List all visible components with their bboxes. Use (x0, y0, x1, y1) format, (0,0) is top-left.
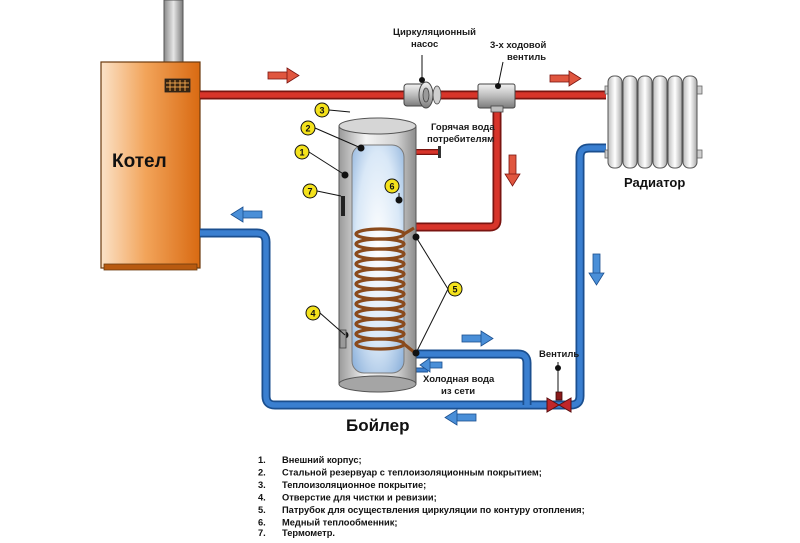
valve-leader-dot (555, 365, 561, 371)
cold-water-label-line-2: из сети (441, 386, 475, 397)
chimney (163, 0, 184, 64)
callout-5-number: 5 (453, 285, 458, 295)
pump-label-line-1: Циркуляционный (393, 27, 476, 38)
hot-water-outlet-cap (438, 146, 441, 158)
hot-pipe (200, 90, 606, 232)
legend-item-6-num: 6. (258, 518, 266, 528)
legend-item-3-text: Теплоизоляционное покрытие; (282, 480, 426, 490)
legend-item-2-num: 2. (258, 468, 266, 478)
flow-arrow-return-bottom (444, 409, 477, 426)
legend-item-5-num: 5. (258, 505, 266, 515)
flow-arrow-hot-1 (267, 67, 300, 84)
callout-1: 1 (294, 144, 310, 160)
boiler-unit-label: Котел (112, 151, 167, 172)
callout-4-number: 4 (311, 309, 316, 319)
legend-item-1-text: Внешний корпус; (282, 455, 362, 465)
legend-item-6-text: Медный теплообменник; (282, 518, 398, 528)
circulation-pump (403, 81, 442, 109)
callout-2-number: 2 (306, 124, 311, 134)
boiler-unit (100, 61, 201, 269)
hot-water-label-line-1: Горячая вода (431, 122, 495, 133)
legend-item-3-num: 3. (258, 480, 266, 490)
legend-item-2-text: Стальной резервуар с теплоизоляционным п… (282, 468, 542, 478)
legend-list: 1. Внешний корпус; 2. Стальной резервуар… (258, 455, 585, 538)
shutoff-valve (546, 391, 572, 413)
flow-arrow-tank-out (461, 330, 494, 347)
valve3-leader-dot (495, 83, 501, 89)
three-way-valve (477, 83, 516, 113)
flow-arrow-hot-2 (549, 70, 582, 87)
callout-5: 5 (447, 281, 463, 297)
callout-7-number: 7 (308, 187, 313, 197)
three-way-valve-label-line-1: 3-х ходовой (490, 40, 546, 51)
legend-item-4-num: 4. (258, 493, 266, 503)
inspection-hatch (339, 329, 347, 349)
pump-label-line-2: насос (411, 39, 438, 50)
tank-label: Бойлер (346, 416, 409, 435)
thermometer-icon (341, 196, 345, 216)
callout-3-number: 3 (320, 106, 325, 116)
callout-6-number: 6 (390, 182, 395, 192)
pump-leader-dot (419, 77, 425, 83)
callout-3: 3 (314, 102, 330, 118)
callout-4: 4 (305, 305, 321, 321)
flow-arrow-hot-down (504, 154, 521, 187)
legend-item-1-num: 1. (258, 455, 266, 465)
flow-arrow-return-1 (230, 206, 263, 223)
legend-item-7-text: Термометр. (282, 528, 335, 538)
legend-item-4-text: Отверстие для чистки и ревизии; (282, 493, 437, 503)
valve-label: Вентиль (539, 349, 579, 360)
callout-leaders (308, 109, 449, 354)
valve3-leader-line (497, 61, 504, 87)
callout-1-number: 1 (300, 148, 305, 158)
flow-arrow-return-down (588, 253, 605, 286)
radiator (604, 75, 703, 169)
cold-water-label-line-1: Холодная вода (423, 374, 495, 385)
legend-item-7-num: 7. (258, 528, 266, 538)
flow-arrow-cold-in (419, 357, 443, 373)
callout-7: 7 (302, 183, 318, 199)
hot-water-label-line-2: потребителям (427, 134, 494, 145)
copper-coil (354, 226, 415, 354)
boiler-vent-grid-icon (164, 78, 191, 93)
callout-6: 6 (384, 178, 400, 194)
radiator-label: Радиатор (624, 175, 685, 190)
boiler-base (103, 263, 198, 271)
legend-item-5-text: Патрубок для осуществления циркуляции по… (282, 505, 585, 515)
three-way-valve-label-line-2: вентиль (507, 52, 546, 63)
callout-2: 2 (300, 120, 316, 136)
